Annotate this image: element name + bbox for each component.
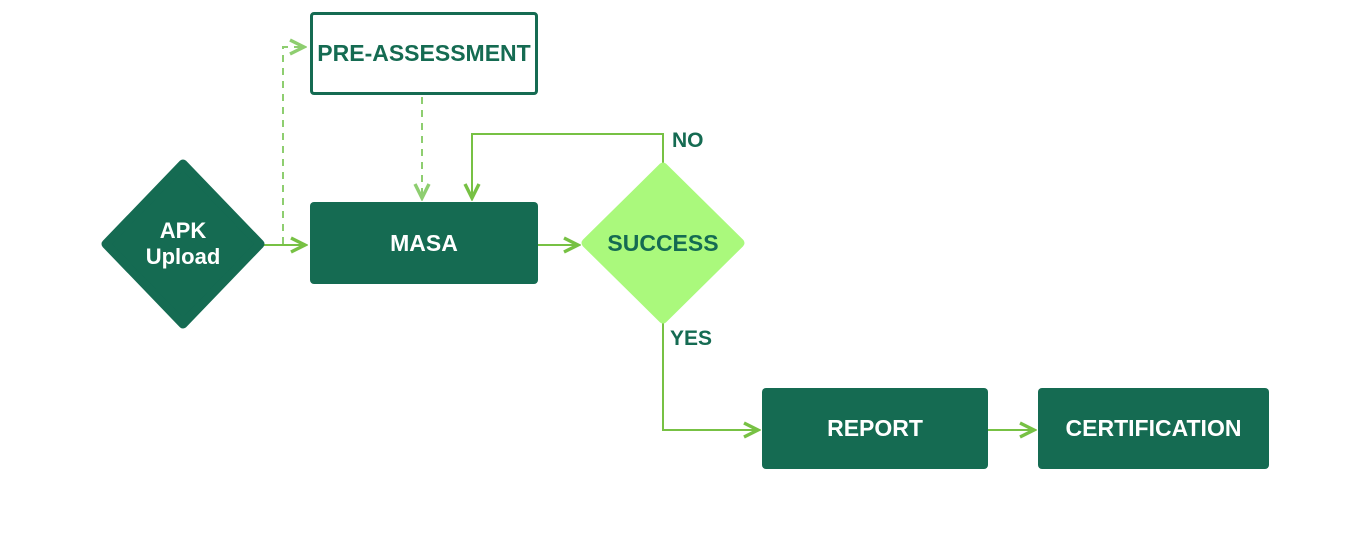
pre-assessment-node: PRE-ASSESSMENT xyxy=(310,12,538,95)
certification-label: CERTIFICATION xyxy=(1065,415,1242,441)
report-label: REPORT xyxy=(827,415,923,441)
masa-node: MASA xyxy=(310,202,538,284)
edge-label-no: NO xyxy=(672,129,704,152)
report-node: REPORT xyxy=(762,388,988,469)
masa-label: MASA xyxy=(390,229,458,256)
edge-success-no-to-masa xyxy=(472,133,664,197)
edge-label-yes: YES xyxy=(670,327,713,350)
success-diamond xyxy=(581,162,745,324)
apk-upload-diamond xyxy=(101,159,265,329)
edge-apk-to-preassessment xyxy=(282,47,303,244)
pre-assessment-label: PRE-ASSESSMENT xyxy=(317,40,531,66)
edge-success-yes-to-report xyxy=(662,323,757,430)
certification-node: CERTIFICATION xyxy=(1038,388,1269,469)
